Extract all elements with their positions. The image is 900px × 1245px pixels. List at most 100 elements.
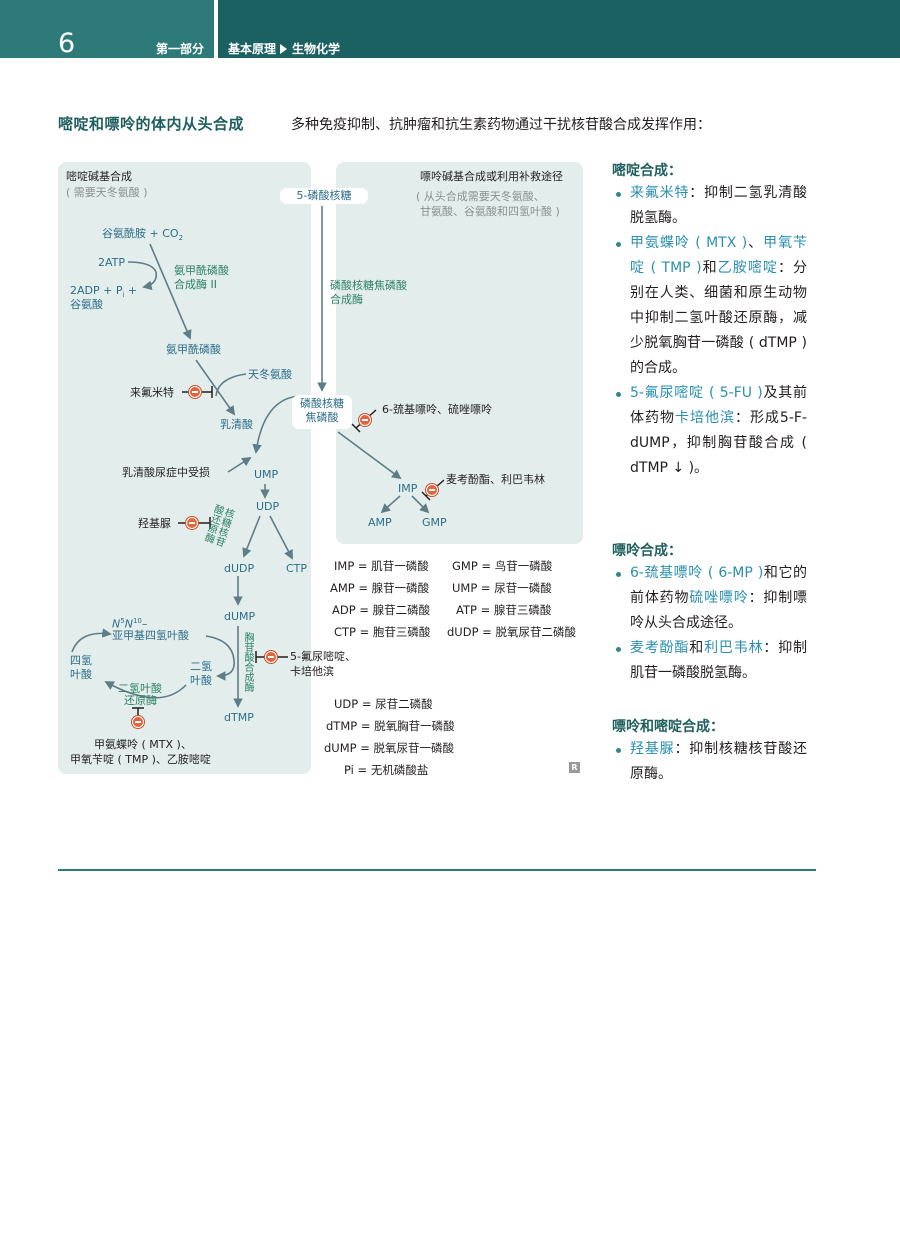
section-title: 嘧啶和嘌呤的体内从头合成	[58, 115, 245, 133]
registered-mark-icon: R	[569, 762, 580, 773]
udp: UDP	[256, 500, 280, 513]
purine-pyrimidine-heading: 嘌呤和嘧啶合成：	[612, 719, 724, 735]
purine-subtitle-line1: ( 从头合成需要天冬氨酸、	[416, 190, 545, 203]
ctp: CTP	[286, 562, 308, 575]
amp: AMP	[368, 516, 392, 529]
gmp: GMP	[422, 516, 447, 529]
prpp-node: 磷酸核糖 焦磷酸	[292, 395, 352, 429]
arrow-atp-adp	[127, 261, 158, 291]
breadcrumb-topic: 生物化学	[292, 42, 341, 56]
arrow-aspartate	[215, 373, 247, 397]
arrow-imp-gmp	[411, 495, 430, 514]
legend-amp: AMP = 腺苷一磷酸	[330, 581, 430, 595]
arrow-thf-mthf	[71, 628, 112, 653]
arrow-cps2	[149, 243, 192, 340]
inhibitor-icon-5fu	[265, 651, 277, 663]
orotate: 乳清酸	[220, 418, 253, 431]
breadcrumb: 基本原理 生物化学	[228, 40, 340, 57]
arrow-dhf-thf	[104, 681, 187, 699]
dtmp: dTMP	[224, 711, 254, 724]
mtx-label-line1: 甲氨蝶呤 ( MTX )、	[94, 738, 192, 751]
carbamoyl-phosphate: 氨甲酰磷酸	[166, 343, 221, 356]
pyrimidine-drug-list: 来氟米特：抑制二氢乳清酸脱氢酶。 甲氨蝶呤 ( MTX )、甲氧苄啶 ( TMP…	[612, 181, 807, 481]
purine-title: 嘌呤碱基合成或利用补救途径	[420, 170, 563, 183]
atp-label: 2ATP	[98, 256, 126, 269]
breadcrumb-chapter: 基本原理	[228, 42, 277, 56]
pyrimidine-panel	[58, 162, 311, 774]
mtx-label-line2: 甲氧苄啶 ( TMP )、乙胺嘧啶	[70, 753, 211, 766]
inhibitor-icon-leflunomide	[189, 386, 201, 398]
part-label: 第一部分	[156, 42, 205, 56]
legend-dudp: dUDP = 脱氧尿苷二磷酸	[447, 625, 576, 639]
header-right-band	[218, 0, 900, 58]
methylene-thf: 亚甲基四氢叶酸	[112, 629, 189, 642]
legend-udp: UDP = 尿苷二磷酸	[334, 697, 433, 711]
thf-line1: 四氢	[70, 654, 92, 667]
arrow-mthf-dhf	[205, 635, 235, 681]
ts-enzyme-label: 胸苷酸合成酶	[242, 632, 253, 692]
orotic-aciduria-label: 乳清酸尿症中受损	[122, 466, 210, 479]
glutamine-co2: 谷氨酰胺 + CO2	[102, 227, 184, 243]
legend-dtmp: dTMP = 脱氧胸苷一磷酸	[326, 719, 455, 733]
prpp-line1: 磷酸核糖	[300, 397, 344, 410]
purine-subtitle-line2: 甘氨酸、谷氨酸和四氢叶酸 )	[420, 205, 560, 218]
inhibitor-icon-6mp	[359, 414, 371, 426]
inhibitor-icon-mpa	[426, 484, 438, 496]
mpa-label: 麦考酚酯、利巴韦林	[446, 473, 545, 486]
legend-adp: ADP = 腺苷二磷酸	[332, 603, 431, 617]
imp: IMP	[398, 482, 418, 495]
list-item: 甲氨蝶呤 ( MTX )、甲氧苄啶 ( TMP )和乙胺嘧啶：分别在人类、细菌和…	[612, 231, 807, 381]
page-number: 6	[58, 28, 76, 59]
arrow-orotic-aciduria	[227, 456, 252, 473]
purine-panel	[336, 162, 583, 544]
methylene-thf-superscript: N5N10–	[112, 617, 148, 631]
header-left-band	[0, 0, 214, 58]
arrow-udp-dudp	[242, 515, 261, 558]
list-item: 羟基脲：抑制核糖核苷酸还原酶。	[612, 737, 807, 787]
aspartate: 天冬氨酸	[248, 368, 292, 381]
dump: dUMP	[224, 610, 256, 623]
legend-pi: Pi = 无机磷酸盐	[344, 763, 429, 777]
ribose-5-phosphate: 5-磷酸核糖	[280, 188, 368, 204]
inhibitor-icon-hydroxyurea	[186, 517, 198, 529]
cps2-enzyme-line2: 合成酶 II	[174, 278, 217, 291]
pyrimidine-synthesis-heading: 嘧啶合成：	[612, 163, 682, 179]
legend-ump: UMP = 尿苷一磷酸	[452, 581, 552, 595]
dhf-line2: 叶酸	[190, 674, 212, 687]
legend-gmp: GMP = 鸟苷一磷酸	[452, 559, 553, 573]
arrow-udp-ctp	[269, 515, 293, 560]
pyrimidine-title: 嘧啶碱基合成	[66, 170, 132, 183]
dhfr-enzyme-line2: 还原酶	[124, 694, 157, 707]
arrow-imp-amp	[380, 495, 401, 514]
dhfr-enzyme-line1: 二氢叶酸	[118, 682, 162, 695]
prpp-synthetase-line2: 合成酶	[330, 293, 363, 306]
combined-drug-list: 羟基脲：抑制核糖核苷酸还原酶。	[612, 737, 807, 787]
legend-atp: ATP = 腺苷三磷酸	[456, 603, 552, 617]
5fu-label-line2: 卡培他滨	[290, 665, 334, 678]
legend-imp: IMP = 肌苷一磷酸	[334, 559, 429, 573]
inhibitor-icon-mtx	[132, 716, 144, 728]
pyrimidine-subtitle: ( 需要天冬氨酸 )	[66, 186, 148, 199]
hydroxyurea-label: 羟基脲	[138, 517, 171, 530]
list-item: 麦考酚酯和利巴韦林：抑制肌苷一磷酸脱氢酶。	[612, 636, 807, 686]
dhf-line1: 二氢	[190, 660, 212, 673]
cps2-enzyme-line1: 氨甲酰磷酸	[174, 264, 229, 277]
arrow-prpp-imp	[337, 431, 402, 480]
leflunomide-label: 来氟米特	[130, 386, 174, 399]
adp-pi-label: 2ADP + Pi +	[70, 284, 138, 300]
6mp-label: 6-巯基嘌呤、硫唑嘌呤	[382, 403, 492, 416]
purine-drug-list: 6-巯基嘌呤 ( 6-MP )和它的前体药物硫唑嘌呤：抑制嘌呤从头合成途径。 麦…	[612, 561, 807, 686]
prpp-line2: 焦磷酸	[305, 411, 339, 424]
legend-ctp: CTP = 胞苷三磷酸	[334, 625, 431, 639]
prpp-synthetase-line1: 磷酸核糖焦磷酸	[330, 279, 407, 292]
dudp: dUDP	[224, 562, 255, 575]
5fu-label-line1: 5-氟尿嘧啶、	[290, 650, 356, 663]
glutamate-label: 谷氨酸	[70, 298, 103, 311]
list-item: 6-巯基嘌呤 ( 6-MP )和它的前体药物硫唑嘌呤：抑制嘌呤从头合成途径。	[612, 561, 807, 636]
ump: UMP	[254, 468, 279, 481]
legend-dump: dUMP = 脱氧尿苷一磷酸	[324, 741, 455, 755]
bottom-divider	[58, 869, 816, 871]
arrow-to-orotate	[195, 359, 236, 416]
thf-line2: 叶酸	[70, 668, 92, 681]
